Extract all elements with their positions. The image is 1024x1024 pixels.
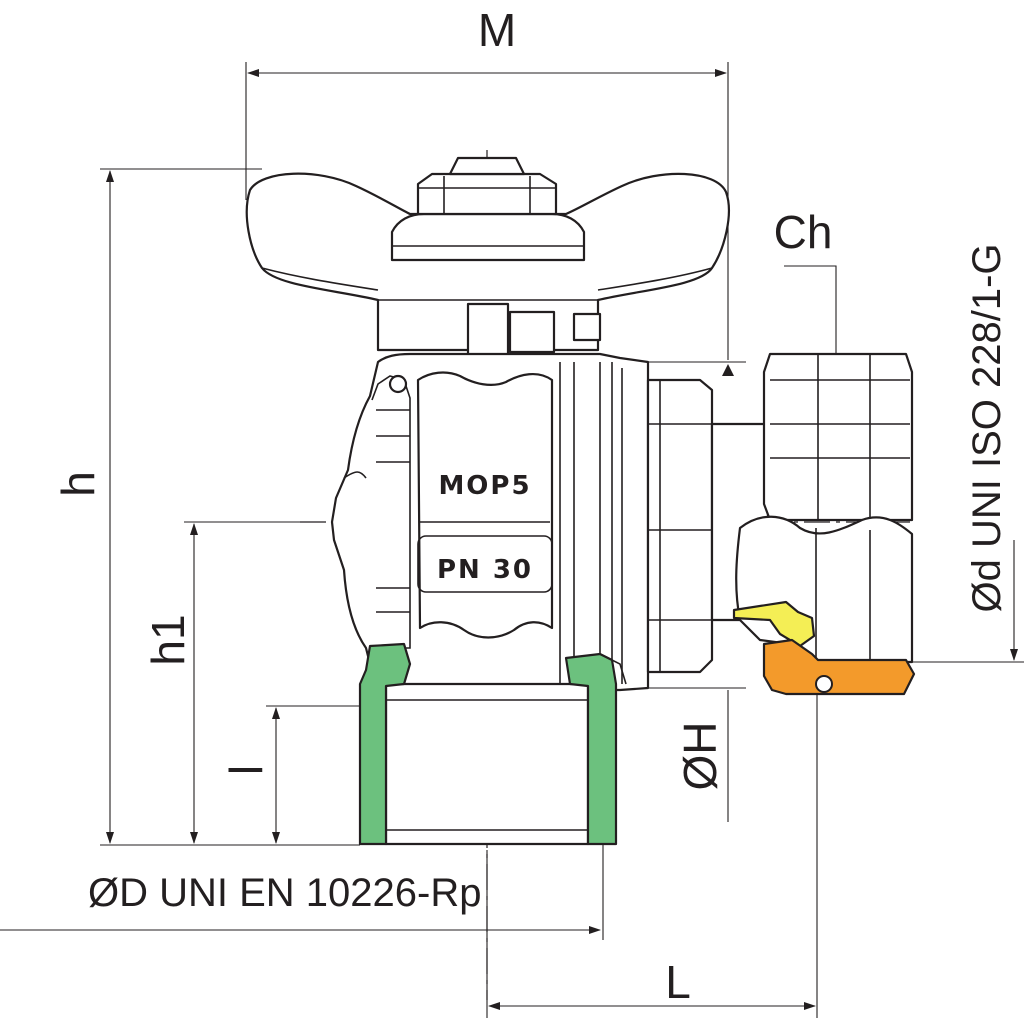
mop-stamp: MOP5 <box>438 471 531 501</box>
label-oh: ØH <box>674 722 726 791</box>
butterfly-handle <box>245 156 730 358</box>
orange-tailpiece <box>762 638 916 696</box>
label-m: M <box>478 4 516 56</box>
valve-body: MOP5 PN 30 <box>330 352 770 692</box>
label-od: ØD UNI EN 10226-Rp <box>88 871 481 915</box>
label-l: l <box>220 765 272 775</box>
yellow-gasket <box>732 600 816 648</box>
swivel-nut <box>732 352 916 696</box>
green-seal-left <box>358 642 412 846</box>
label-h: h <box>52 471 104 497</box>
bottom-port <box>358 642 627 846</box>
pn-stamp: PN 30 <box>437 555 533 585</box>
label-l-length: L <box>665 956 691 1008</box>
ch-leader <box>784 265 837 384</box>
labels: M Ch h h1 l ØH L ØD UNI EN 10226-Rp Ød U… <box>52 4 1009 1008</box>
label-od-thread: Ød UNI ISO 228/1-G <box>965 243 1009 612</box>
label-h1: h1 <box>142 614 194 665</box>
label-ch: Ch <box>774 206 833 258</box>
